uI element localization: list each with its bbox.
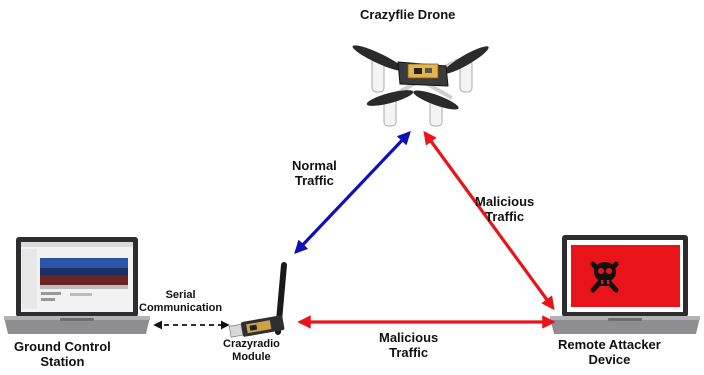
serial-communication-line1: Serial — [165, 289, 196, 301]
malicious-traffic-drone-line1: Malicious — [475, 194, 535, 209]
attacker-label: Remote Attacker Device — [558, 337, 661, 368]
crazyradio-label-line1: Crazyradio — [223, 338, 280, 350]
malicious-traffic-drone-arrow — [423, 130, 555, 311]
serial-communication-line2: Communication — [139, 301, 223, 314]
crazyradio-label: Crazyradio Module — [223, 338, 280, 364]
malicious-traffic-radio-label: Malicious Traffic — [379, 330, 438, 361]
crazyflie-drone-image — [352, 45, 489, 127]
ground-station-label-line1: Ground Control — [14, 339, 111, 354]
malicious-traffic-radio-line1: Malicious — [379, 330, 439, 345]
normal-traffic-label-line1: Normal — [292, 158, 337, 173]
crazyradio-module-image — [228, 262, 287, 338]
attacker-label-line1: Remote Attacker — [558, 337, 661, 352]
ground-station-laptop — [4, 237, 150, 334]
ground-station-label: Ground Control Station — [14, 339, 111, 370]
normal-traffic-label-line2: Traffic — [294, 173, 334, 189]
malicious-traffic-drone-line2: Traffic — [485, 209, 525, 225]
malicious-traffic-drone-label: Malicious Traffic — [475, 194, 534, 225]
normal-traffic-arrow — [294, 131, 411, 254]
remote-attacker-laptop — [550, 235, 700, 334]
skull-and-crossbones-icon — [590, 261, 619, 293]
normal-traffic-label: Normal Traffic — [292, 158, 337, 189]
serial-communication-label: Serial Communication — [139, 289, 222, 315]
crazyradio-label-line2: Module — [232, 350, 271, 363]
drone-label: Crazyflie Drone — [360, 7, 456, 22]
malicious-traffic-radio-line2: Traffic — [389, 345, 429, 361]
ground-station-label-line2: Station — [40, 354, 85, 370]
attacker-label-line2: Device — [588, 352, 631, 368]
pirate-flag-background — [571, 245, 680, 307]
